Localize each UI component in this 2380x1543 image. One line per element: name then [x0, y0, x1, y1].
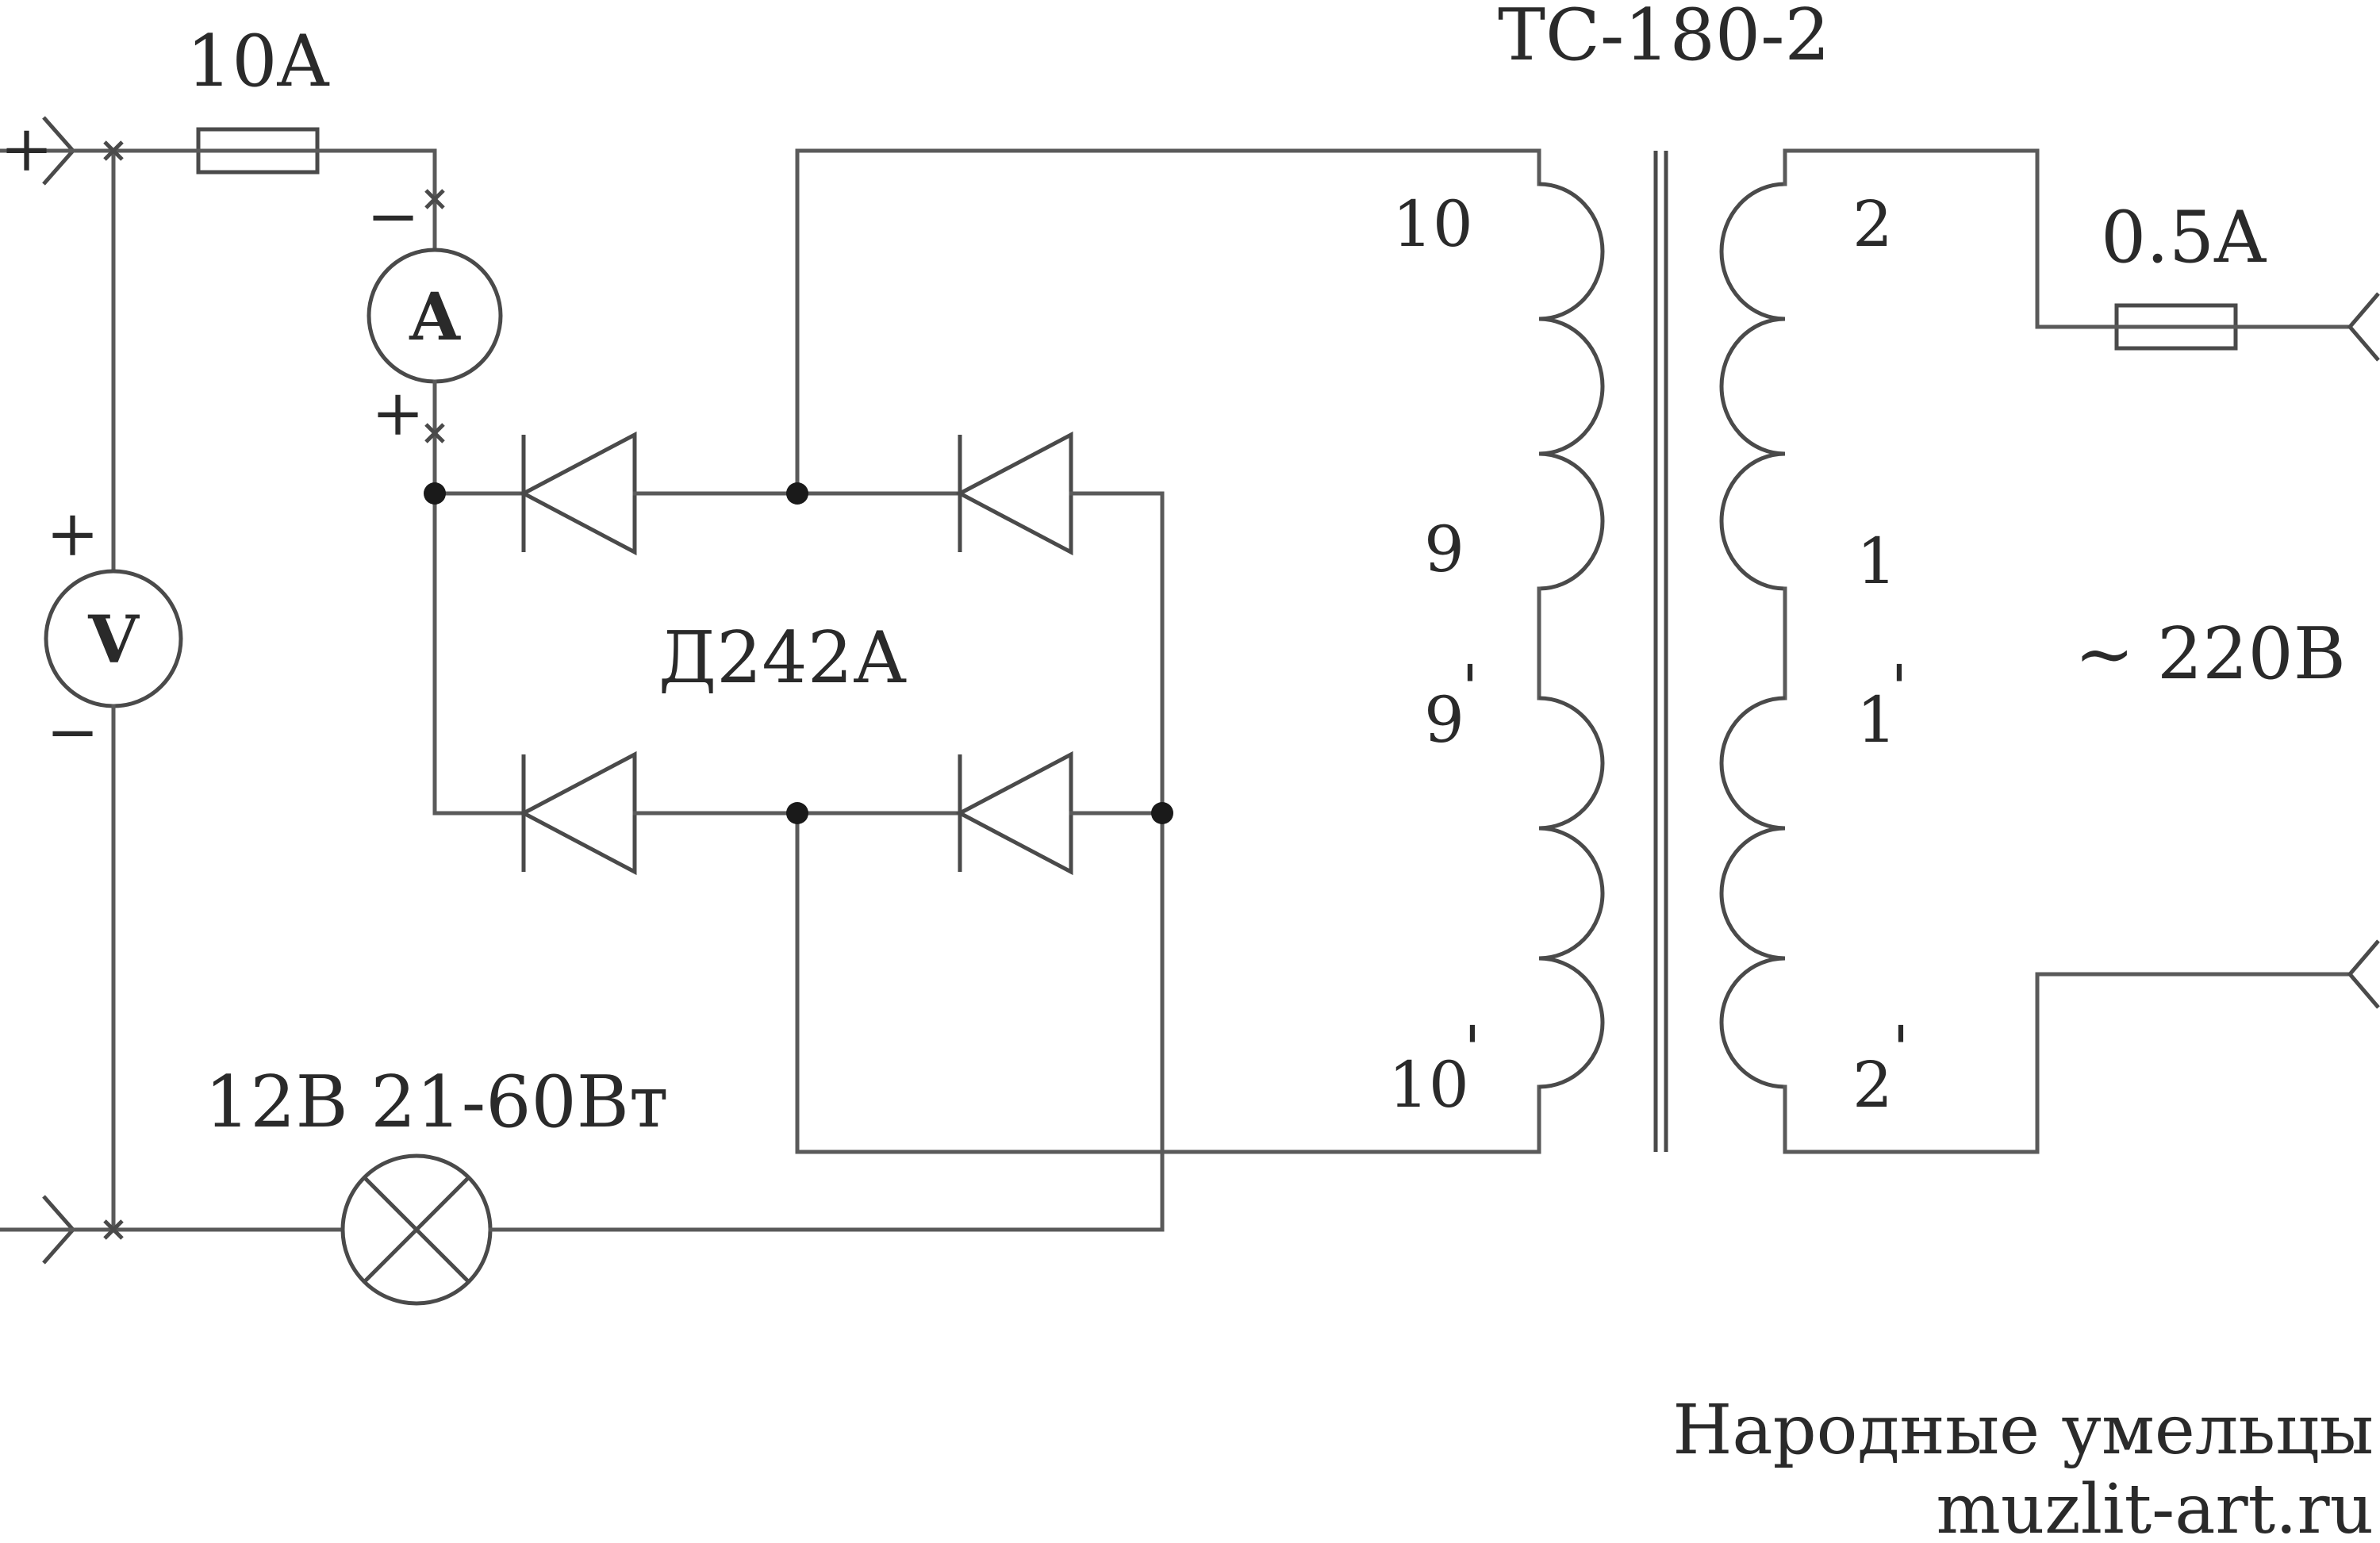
prime-mark: ' — [1892, 1012, 1910, 1086]
voltmeter-plus-sign: + — [46, 497, 99, 570]
transformer: ТС-180-2 10 9 9 ' 10 ' 2 1 1 ' 2 ' — [1388, 0, 2040, 1154]
mains-terminal-bottom — [2347, 939, 2380, 1009]
lamp: 12В 21-60Вт — [205, 1061, 669, 1306]
junction-dot — [424, 482, 446, 505]
mains-voltage-label: ~ 220В — [2075, 612, 2346, 696]
secondary-winding-upper — [1538, 182, 1605, 591]
negative-output-terminal — [0, 1195, 76, 1265]
fuse-10a: 10A — [186, 20, 330, 175]
primary-pin-1: 1 — [1856, 524, 1897, 598]
primary-winding-upper — [1719, 182, 1786, 591]
primary-pin-2-prime: 2 — [1852, 1048, 1893, 1122]
secondary-pin-9-prime: 9 — [1424, 683, 1464, 757]
primary-winding-lower — [1719, 696, 1786, 1089]
prime-mark: ' — [1461, 651, 1479, 725]
diode-icon — [955, 431, 1073, 556]
diode-icon — [519, 750, 637, 876]
diode-icon — [519, 431, 637, 556]
ammeter-minus-sign: − — [367, 179, 420, 253]
fuse-0-5a: 0.5A — [2101, 196, 2267, 351]
primary-pin-2: 2 — [1852, 187, 1893, 261]
diode-top-right — [955, 431, 1073, 556]
ammeter-plus-sign: + — [371, 376, 424, 450]
secondary-pin-10: 10 — [1392, 187, 1473, 261]
secondary-pin-9: 9 — [1424, 512, 1464, 586]
fuse-0-5a-label: 0.5A — [2101, 196, 2267, 279]
lamp-label: 12В 21-60Вт — [205, 1061, 669, 1144]
wire-ticks — [103, 140, 445, 1240]
diode-bridge-label: Д242А — [658, 616, 907, 700]
terminal-plus-sign: + — [0, 112, 53, 186]
diode-icon — [955, 750, 1073, 876]
primary-pin-1-prime: 1 — [1856, 683, 1897, 757]
footer-site: muzlit-art.ru — [1936, 1470, 2374, 1543]
junction-dot — [1151, 802, 1173, 824]
fuse-10a-label: 10A — [186, 20, 330, 103]
ammeter: − A + — [367, 179, 503, 450]
prime-mark: ' — [1891, 651, 1908, 725]
junction-dot — [786, 482, 808, 505]
prime-mark: ' — [1464, 1012, 1481, 1086]
secondary-winding-lower — [1538, 696, 1605, 1089]
diode-bottom-right — [955, 750, 1073, 876]
voltmeter: + V − — [44, 497, 183, 769]
diode-bottom-left — [519, 750, 637, 876]
connector-arrow-icon — [2347, 939, 2380, 1009]
voltmeter-minus-sign: − — [46, 695, 99, 769]
ammeter-symbol: A — [409, 279, 461, 355]
diode-top-left — [519, 431, 637, 556]
positive-output-terminal: + — [0, 112, 76, 186]
junction-dot — [786, 802, 808, 824]
transformer-label: ТС-180-2 — [1498, 0, 1830, 77]
secondary-pin-10-prime: 10 — [1388, 1048, 1469, 1122]
mains-terminal-top — [2347, 292, 2380, 362]
connector-arrow-icon — [2347, 292, 2380, 362]
voltmeter-symbol: V — [87, 602, 140, 678]
footer-title: Народные умельцы — [1672, 1391, 2374, 1470]
